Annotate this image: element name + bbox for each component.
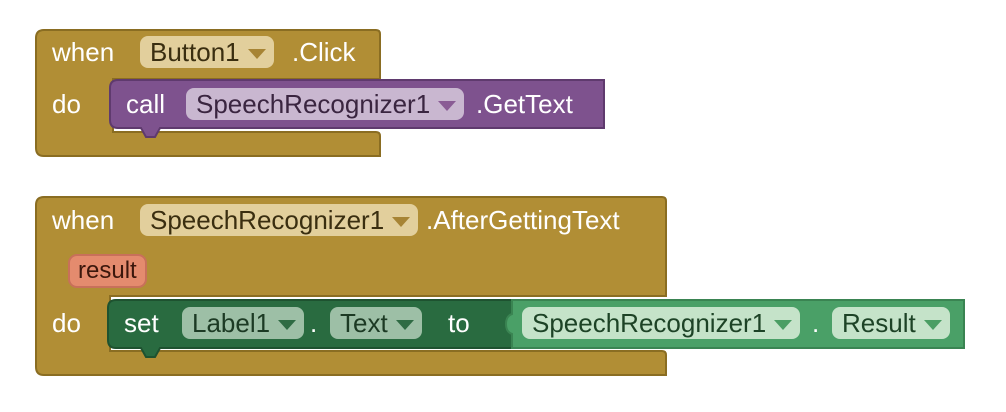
- component-dropdown-speechrecognizer[interactable]: SpeechRecognizer1: [186, 88, 465, 120]
- when-label: when: [52, 205, 115, 235]
- chevron-down-icon[interactable]: [278, 320, 297, 330]
- dot-separator: .: [812, 308, 820, 338]
- do-label: do: [52, 308, 81, 338]
- property-name: Text: [340, 308, 388, 338]
- component-dropdown-button1[interactable]: Button1: [140, 36, 274, 68]
- call-label: call: [126, 89, 166, 119]
- component-name: Label1: [192, 308, 271, 338]
- property-dropdown-result[interactable]: Result: [832, 307, 950, 339]
- event-name: .AfterGettingText: [426, 205, 620, 235]
- component-name: Button1: [150, 37, 240, 67]
- property-dropdown-text[interactable]: Text: [330, 307, 422, 339]
- component-dropdown-speechrecognizer[interactable]: SpeechRecognizer1: [522, 307, 801, 339]
- component-name: SpeechRecognizer1: [532, 308, 767, 338]
- set-label: set: [124, 308, 159, 338]
- component-dropdown-speechrecognizer[interactable]: SpeechRecognizer1: [140, 204, 419, 236]
- result-parameter[interactable]: result: [68, 254, 147, 288]
- event-name: .Click: [292, 37, 356, 67]
- chevron-down-icon[interactable]: [395, 320, 414, 330]
- dot-separator: .: [310, 308, 318, 338]
- property-name: Result: [842, 308, 916, 338]
- parameter-name: result: [78, 257, 137, 284]
- chevron-down-icon[interactable]: [774, 320, 793, 330]
- component-name: SpeechRecognizer1: [150, 205, 385, 235]
- do-label: do: [52, 89, 81, 119]
- component-name: SpeechRecognizer1: [196, 89, 431, 119]
- to-label: to: [448, 308, 470, 338]
- method-name: .GetText: [476, 89, 573, 119]
- chevron-down-icon[interactable]: [923, 320, 942, 330]
- when-label: when: [52, 37, 115, 67]
- chevron-down-icon[interactable]: [392, 217, 411, 227]
- component-dropdown-label1[interactable]: Label1: [182, 307, 305, 339]
- chevron-down-icon[interactable]: [438, 101, 457, 111]
- chevron-down-icon[interactable]: [247, 49, 266, 59]
